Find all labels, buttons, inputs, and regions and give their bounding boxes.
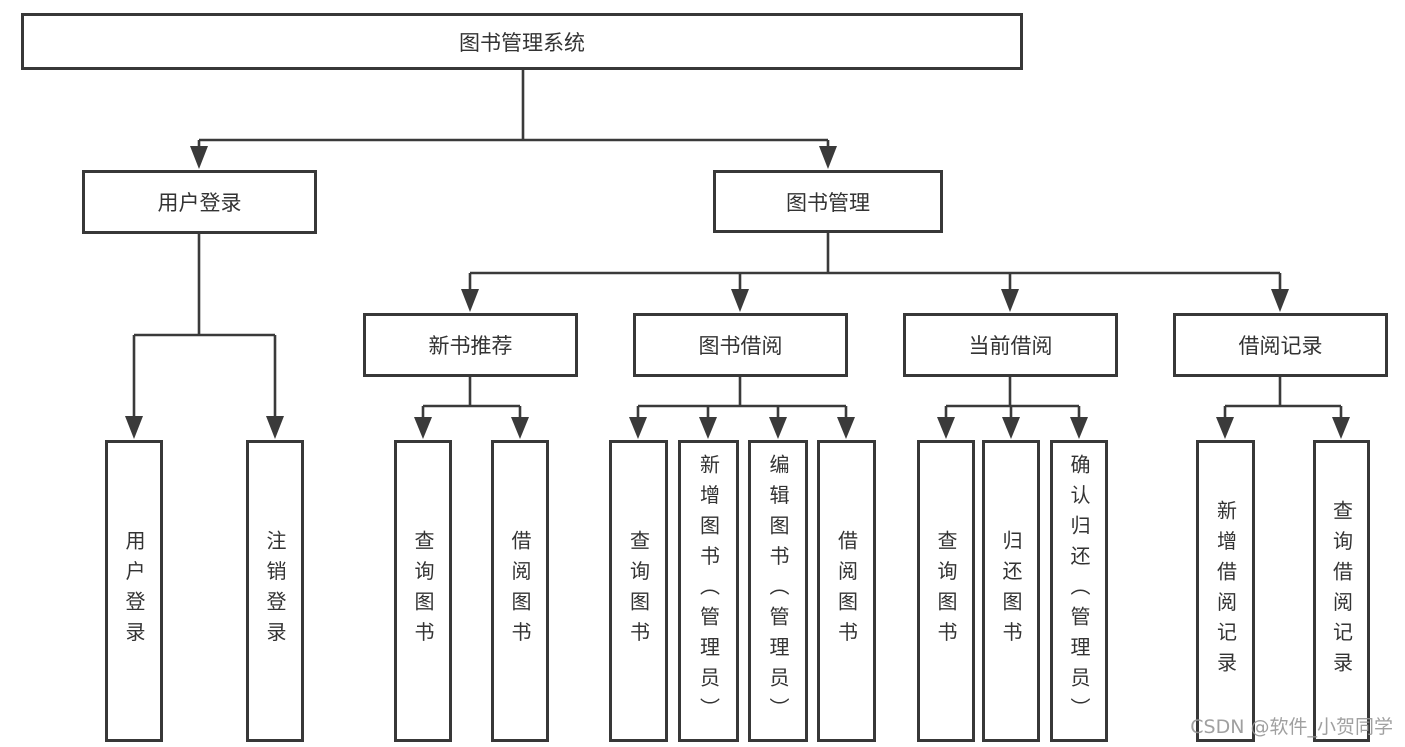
leaf-label: 编辑图书（管理员） <box>766 454 790 728</box>
connector-user-login-children <box>125 233 284 439</box>
leaf-label: 借阅图书 <box>508 530 532 652</box>
leaf-add-borrow-record: 新增借阅记录 <box>1196 440 1255 742</box>
leaf-label: 新增借阅记录 <box>1213 499 1238 683</box>
node-current-borrowing: 当前借阅 <box>903 313 1118 377</box>
connector-new-book-children <box>414 377 529 439</box>
node-borrowing-records: 借阅记录 <box>1173 313 1388 377</box>
leaf-label: 注销登录 <box>263 530 287 652</box>
leaf-query-books-current: 查询图书 <box>917 440 975 742</box>
connector-book-management-children <box>461 233 1289 312</box>
leaf-logout: 注销登录 <box>246 440 304 742</box>
node-book-management: 图书管理 <box>713 170 943 233</box>
node-user-login: 用户登录 <box>82 170 317 234</box>
node-library-management-system: 图书管理系统 <box>21 13 1023 70</box>
leaf-label: 查询借阅记录 <box>1329 499 1354 683</box>
leaf-query-borrow-record: 查询借阅记录 <box>1313 440 1370 742</box>
connector-book-borrowing-children <box>629 377 855 439</box>
leaf-query-books-recommend: 查询图书 <box>394 440 452 742</box>
leaf-borrow-books-borrowing: 借阅图书 <box>817 440 876 742</box>
leaf-label: 查询图书 <box>411 530 435 652</box>
leaf-label: 新增图书（管理员） <box>696 454 721 728</box>
leaf-edit-books-admin: 编辑图书（管理员） <box>748 440 808 742</box>
leaf-label: 查询图书 <box>626 530 651 652</box>
connector-root-to-level2 <box>190 70 837 169</box>
connector-current-borrowing-children <box>937 377 1088 439</box>
leaf-confirm-return-admin: 确认归还（管理员） <box>1050 440 1108 742</box>
node-book-borrowing: 图书借阅 <box>633 313 848 377</box>
leaf-user-login: 用户登录 <box>105 440 163 742</box>
watermark: CSDN @软件_小贺同学 <box>1190 716 1393 738</box>
leaf-borrow-books-recommend: 借阅图书 <box>491 440 549 742</box>
node-new-book-recommendation: 新书推荐 <box>363 313 578 377</box>
connector-borrow-records-children <box>1216 377 1350 439</box>
leaf-add-books-admin: 新增图书（管理员） <box>678 440 739 742</box>
leaf-label: 用户登录 <box>122 530 146 652</box>
leaf-label: 查询图书 <box>934 530 958 652</box>
leaf-query-books-borrowing: 查询图书 <box>609 440 668 742</box>
leaf-label: 借阅图书 <box>834 530 859 652</box>
leaf-label: 归还图书 <box>999 530 1023 652</box>
leaf-return-books: 归还图书 <box>982 440 1040 742</box>
leaf-label: 确认归还（管理员） <box>1067 454 1091 728</box>
